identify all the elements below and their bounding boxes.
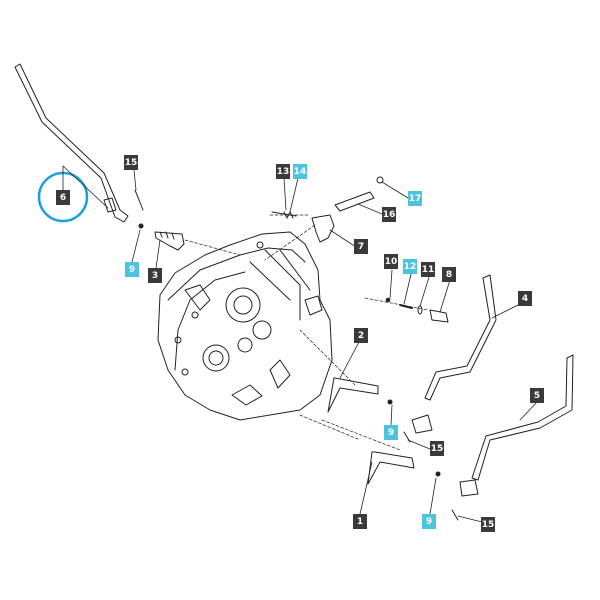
callout-7[interactable]: 7: [354, 239, 368, 254]
part-10-ball: [385, 297, 391, 303]
callout-8[interactable]: 8: [442, 267, 456, 282]
part-15-pin-top: [134, 189, 144, 211]
callout-9-top[interactable]: 9: [125, 262, 139, 277]
callout-14[interactable]: 14: [293, 164, 307, 179]
part-6-shift-rod: [14, 63, 129, 223]
callout-17[interactable]: 17: [408, 191, 422, 206]
callout-15-mid[interactable]: 15: [430, 441, 444, 456]
part-9-washer-bottom: [435, 471, 441, 477]
callout-11[interactable]: 11: [421, 262, 435, 277]
part-1-shifter-shaft: [367, 451, 415, 485]
part-12-spring: [399, 304, 413, 309]
callout-3[interactable]: 3: [148, 268, 162, 283]
callout-6[interactable]: 6: [56, 190, 70, 205]
transmission-housing: [157, 231, 333, 421]
callout-4[interactable]: 4: [518, 291, 532, 306]
callout-10[interactable]: 10: [384, 254, 398, 269]
part-8-plug: [429, 309, 449, 323]
part-9-washer-top: [138, 223, 144, 229]
part-9-washer-mid: [387, 399, 393, 405]
callout-9-mid[interactable]: 9: [384, 425, 398, 440]
callout-13[interactable]: 13: [276, 164, 290, 179]
callout-5[interactable]: 5: [530, 388, 544, 403]
callout-15-top[interactable]: 15: [124, 155, 138, 170]
part-7-shift-fork: [311, 214, 335, 243]
part-16-rod: [334, 191, 375, 212]
callout-9-bottom[interactable]: 9: [422, 514, 436, 529]
callout-2[interactable]: 2: [354, 328, 368, 343]
part-14-spring: [283, 211, 294, 219]
part-3-shaft: [154, 231, 185, 251]
part-5-shift-rod: [459, 354, 574, 497]
part-17-ring: [376, 176, 384, 184]
part-2-shifter-shaft: [327, 377, 379, 413]
callout-12[interactable]: 12: [403, 259, 417, 274]
part-4-shift-rod: [411, 274, 497, 434]
part-15-pin-bottom: [451, 509, 459, 521]
callout-15-bottom[interactable]: 15: [481, 517, 495, 532]
part-11-oring: [417, 305, 423, 315]
callout-16[interactable]: 16: [382, 207, 396, 222]
callout-1[interactable]: 1: [353, 514, 367, 529]
callout-leaders: [62, 165, 538, 523]
